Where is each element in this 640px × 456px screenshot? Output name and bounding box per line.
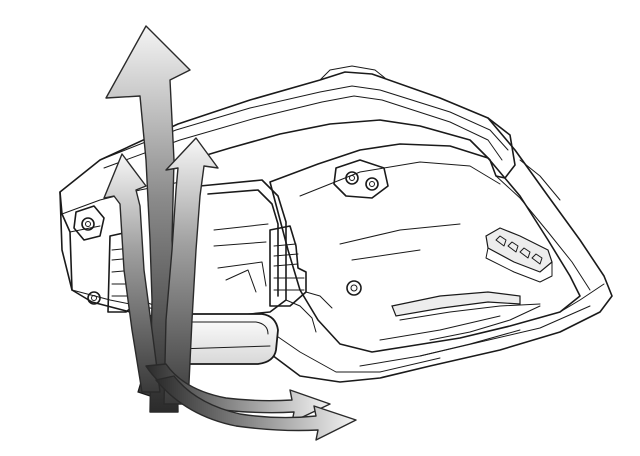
rear-vent-slot [391,291,521,317]
rear-rim [189,117,516,179]
up-arrow-icon [163,137,219,405]
top-ridge [99,85,509,161]
screw-front-lower [87,291,101,305]
up-arrow-icon [103,153,161,393]
screw-front-left [73,205,105,241]
rear-connector [485,227,553,283]
curved-arrow-icon [155,375,357,441]
screw-center [346,280,362,296]
underside-panel [269,143,581,353]
front-end-face [59,191,73,291]
screw-plate-upper [333,159,389,199]
latch-right [269,225,307,307]
